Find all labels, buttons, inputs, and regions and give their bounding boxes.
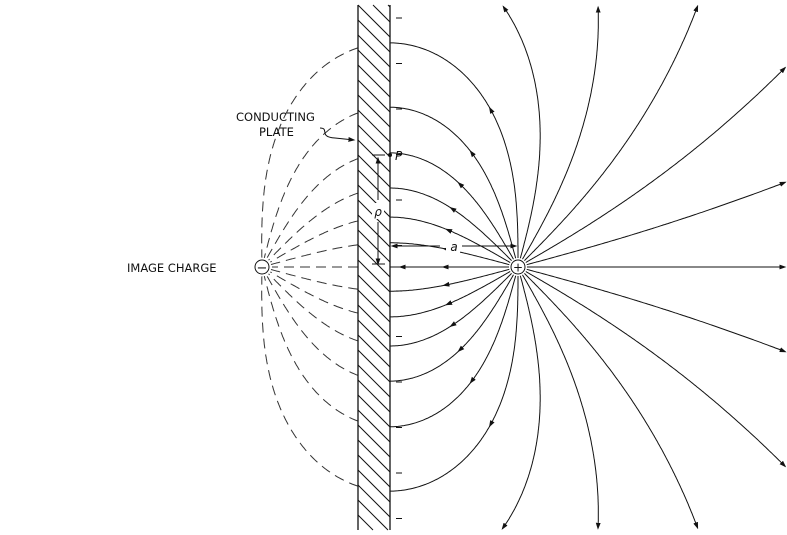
- field-line: [390, 268, 510, 292]
- image-field-line: [266, 152, 390, 259]
- hatch-line: [357, 169, 391, 203]
- field-line: [525, 271, 786, 467]
- field-line: [502, 275, 541, 529]
- distance-a-dimension: a: [390, 239, 518, 254]
- field-line: [389, 274, 514, 382]
- field-line: [524, 5, 699, 261]
- hatch-line: [357, 64, 391, 98]
- hatch-line: [357, 304, 391, 338]
- hatch-line: [357, 514, 374, 531]
- hatch-line: [357, 124, 391, 158]
- field-line: [502, 6, 541, 259]
- field-line: [526, 268, 786, 353]
- hatch-line: [357, 289, 391, 323]
- point-p-label: P: [395, 149, 403, 163]
- hatch-line: [357, 454, 391, 488]
- hatch-line: [372, 4, 391, 23]
- field-lines: [261, 4, 787, 530]
- hatch-line: [357, 484, 391, 518]
- hatch-line: [357, 274, 391, 308]
- hatch-line: [357, 364, 391, 398]
- point-charge: +: [510, 259, 526, 275]
- field-line: [390, 106, 517, 259]
- image-field-line: [261, 42, 390, 258]
- image-field-line: [261, 276, 390, 492]
- hatch-line: [357, 4, 391, 38]
- field-line: [389, 152, 514, 260]
- rho-label: ρ: [374, 205, 382, 219]
- field-line: [390, 187, 512, 261]
- hatch-line: [357, 409, 391, 443]
- hatch-line: [357, 79, 391, 113]
- field-line: [390, 42, 519, 258]
- hatch-line: [357, 109, 391, 143]
- field-line: [522, 7, 599, 260]
- field-line: [390, 276, 519, 492]
- hatch-line: [357, 34, 391, 68]
- point-p-dot: [388, 153, 392, 157]
- hatch-line: [357, 244, 391, 278]
- hatch-line: [357, 139, 391, 173]
- hatch-line: [357, 229, 391, 263]
- hatch-line: [357, 499, 389, 531]
- hatch-line: [357, 94, 391, 128]
- image-field-line: [263, 106, 390, 259]
- field-line: [525, 67, 786, 263]
- hatch-line: [357, 49, 391, 83]
- hatch-line: [357, 259, 391, 293]
- hatch-line: [357, 424, 391, 458]
- hatch-line: [357, 214, 391, 248]
- field-line: [524, 273, 699, 529]
- plate-pointer-arrow: [319, 127, 356, 142]
- hatch-line: [357, 184, 391, 218]
- field-line: [526, 181, 786, 266]
- hatch-line: [357, 469, 391, 503]
- positive-sign: +: [513, 261, 523, 275]
- hatch-line: [357, 394, 391, 428]
- image-field-line: [263, 275, 390, 428]
- field-line: [390, 271, 511, 318]
- field-line: [390, 216, 511, 263]
- plate-label-line1: CONDUCTING: [236, 110, 315, 124]
- hatch-line: [357, 19, 391, 53]
- hatch-line: [357, 439, 391, 473]
- hatch-line: [357, 154, 391, 188]
- surface-charge-marks: [396, 17, 402, 519]
- image-field-line: [266, 275, 390, 382]
- plate-label-line2: PLATE: [259, 125, 294, 139]
- distance-a-label: a: [450, 240, 457, 254]
- image-charge-label: IMAGE CHARGE: [127, 261, 217, 275]
- hatch-line: [357, 349, 391, 383]
- field-line: [522, 274, 599, 529]
- image-charge: −: [254, 259, 270, 276]
- hatch-line: [357, 319, 391, 353]
- conducting-plate: [357, 4, 391, 531]
- negative-sign: −: [257, 261, 268, 276]
- hatch-line: [357, 334, 391, 368]
- field-line: [390, 275, 517, 428]
- hatch-line: [357, 379, 391, 413]
- rho-dimension: ρ: [372, 154, 385, 266]
- field-line: [390, 273, 512, 347]
